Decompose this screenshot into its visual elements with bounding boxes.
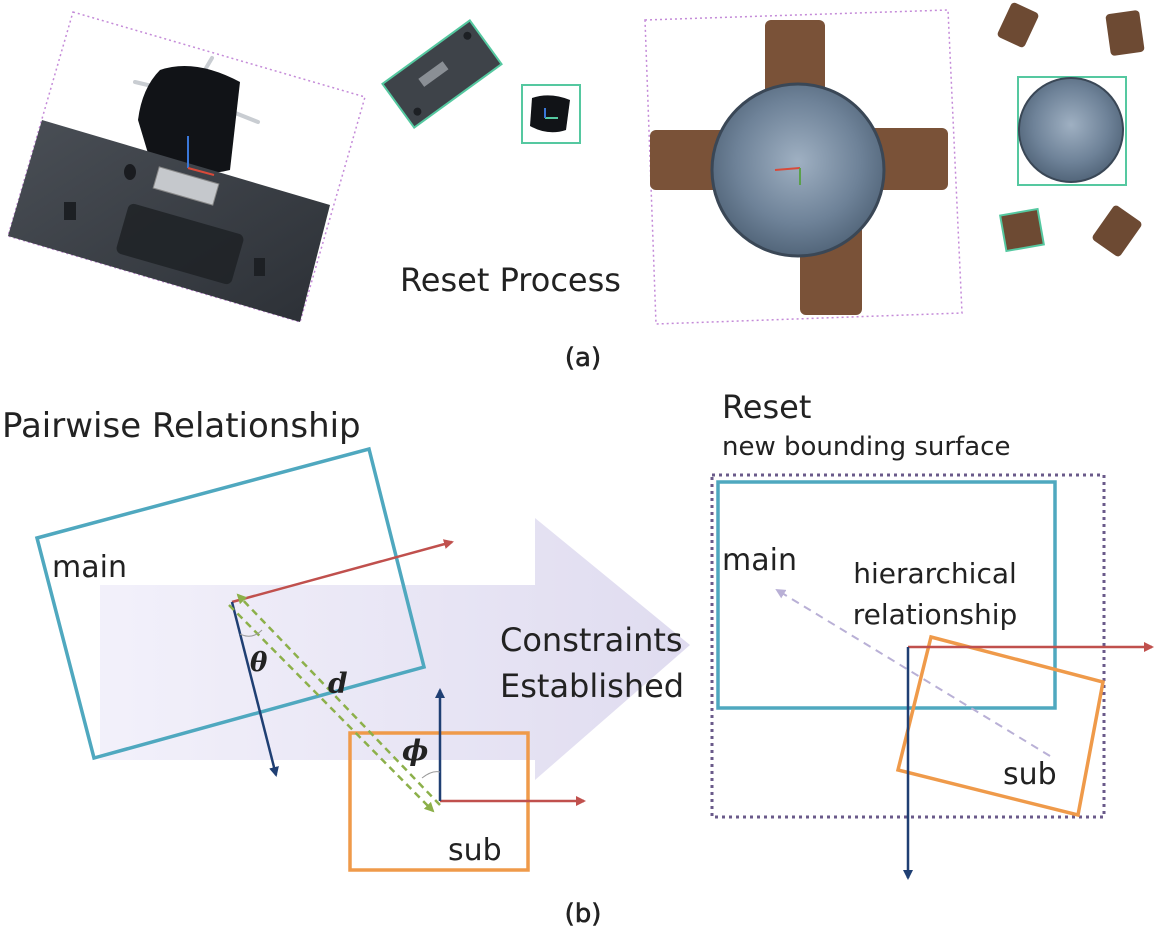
cup-left (64, 202, 76, 220)
desk-scene (7, 11, 366, 323)
right-main-box (716, 480, 1057, 710)
thumbnail-chair-frame (521, 84, 581, 144)
main-x-axis-arrow (231, 539, 454, 604)
phi-arc (421, 771, 441, 779)
panel-a: Reset Process (a) (7, 2, 1145, 373)
thumbnail-chair (530, 95, 570, 133)
right-sub-label: sub (1003, 757, 1057, 792)
thumb-chair-2 (1105, 10, 1145, 56)
mouse (124, 164, 136, 180)
hierarchical-line1: hierarchical (853, 557, 1017, 590)
distance-line-b (236, 593, 441, 806)
theta-arc (239, 629, 263, 637)
pairwise-title: Pairwise Relationship (2, 406, 361, 446)
right-main-label: main (722, 543, 797, 578)
reset-title: Reset (722, 388, 811, 426)
caption-b: (b) (565, 899, 602, 929)
chair-seat (138, 66, 240, 174)
reset-subtitle: new bounding surface (722, 432, 1010, 462)
table-scene (644, 9, 963, 325)
hierarchical-dashed-arrow (775, 588, 1051, 757)
scene-bounding-box-table (644, 9, 963, 325)
thumbnail-table-frame (1017, 76, 1127, 186)
distance-line-a (228, 604, 435, 813)
thumb-chair-3 (999, 207, 1045, 253)
cup-right (254, 258, 265, 276)
thumbnail-table (1018, 77, 1124, 183)
keyboard (152, 166, 220, 206)
left-main-box (34, 446, 427, 761)
reset-process-label: Reset Process (400, 261, 621, 299)
thumb-chair-1 (997, 2, 1039, 48)
desk-thumbnails (381, 19, 581, 144)
round-table (710, 82, 886, 258)
thumbnail-desk-rotated (381, 19, 503, 129)
hierarchical-line2: relationship (853, 598, 1018, 631)
table-thumbnails (997, 2, 1145, 257)
scene-bounding-box (7, 11, 366, 323)
desk-shadow (116, 203, 244, 285)
phi-symbol: ϕ (402, 734, 428, 767)
left-main-label: main (52, 550, 127, 585)
d-symbol: d (328, 667, 348, 700)
arrow-label-line1: Constraints (500, 621, 683, 659)
thumb-chair-4 (1092, 205, 1142, 257)
left-sub-label: sub (448, 833, 502, 868)
main-y-axis-arrow (230, 601, 279, 777)
theta-symbol: θ (250, 648, 268, 678)
gizmo-right (187, 167, 215, 176)
caption-a: (a) (565, 343, 601, 373)
panel-b: Pairwise Relationship main sub θ d ϕ Con… (2, 388, 1154, 929)
arrow-label-line2: Established (500, 667, 684, 705)
